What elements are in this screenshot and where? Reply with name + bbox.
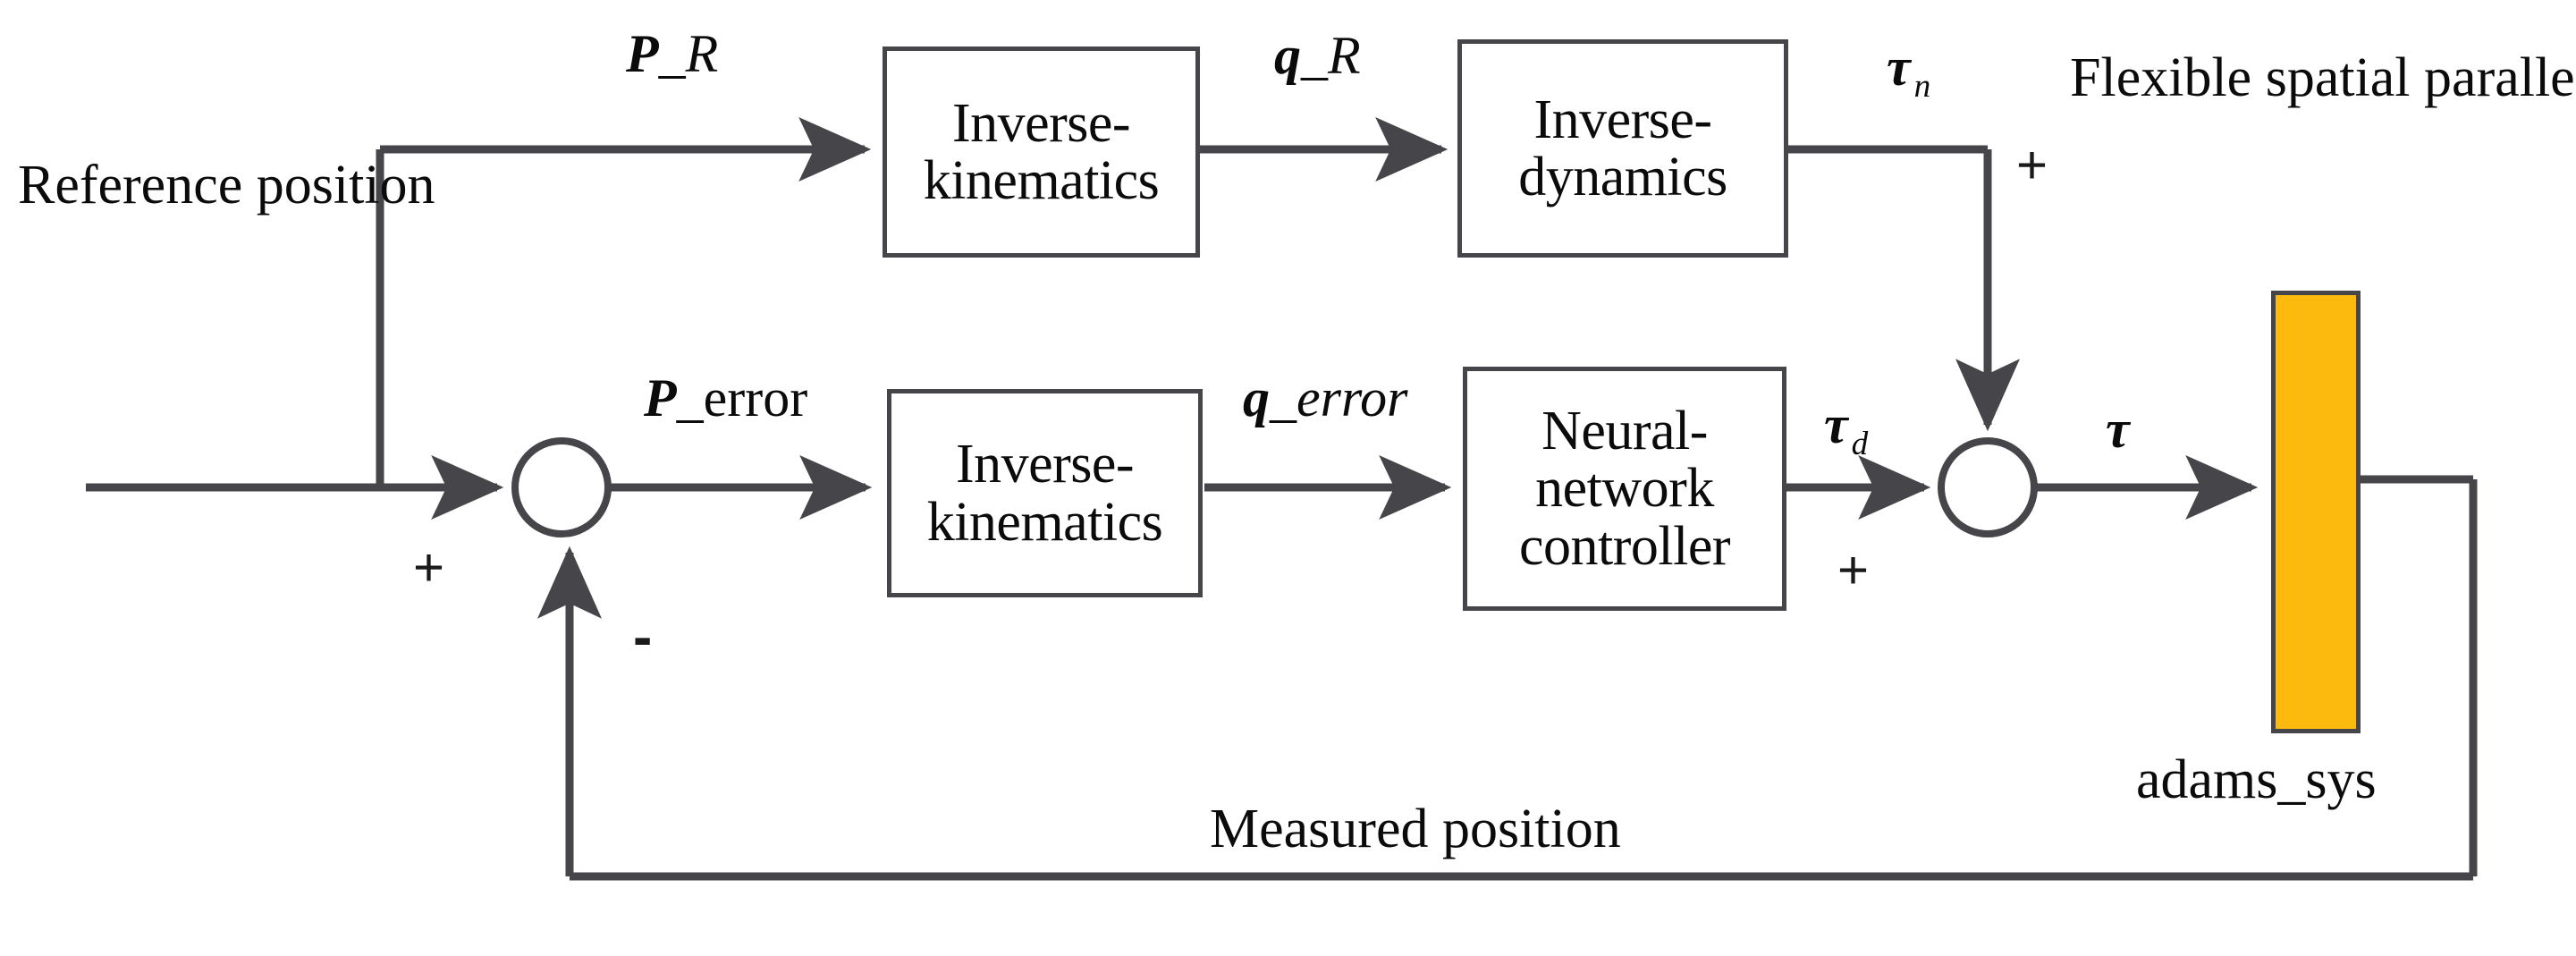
signal-p-r-rest: _R [658, 24, 719, 83]
label-plant-title-line1: Flexible spatial [2070, 47, 2411, 108]
signal-tau-d-subscript: d [1851, 425, 1869, 462]
block-inverse-kinematics-bottom-line2: kinematics [926, 491, 1163, 553]
block-inverse-kinematics-bottom[interactable]: Inverse- kinematics [887, 389, 1203, 597]
signal-q-r-rest: _R [1301, 26, 1361, 85]
signal-q-error-rest: _error [1270, 368, 1408, 427]
label-measured-position: Measured position [1210, 799, 1621, 859]
block-inverse-kinematics-top-line1: Inverse- [951, 92, 1131, 154]
sign-minus-sum1: - [633, 605, 653, 669]
block-plant-adams-sys[interactable] [2271, 291, 2361, 733]
block-neural-network-controller-line3: controller [1518, 515, 1731, 577]
summing-junction-torque [1938, 437, 2038, 537]
block-inverse-kinematics-top-line2: kinematics [923, 150, 1160, 211]
signal-tau-n-symbol: τ [1887, 38, 1911, 97]
signal-label-p-error: P_error [644, 371, 807, 425]
signal-label-p-r: P_R [626, 27, 718, 80]
block-inverse-dynamics[interactable]: Inverse- dynamics [1457, 39, 1788, 258]
sign-plus-sum1: + [413, 537, 445, 597]
signal-tau-n-subscript: n [1913, 67, 1931, 105]
block-inverse-dynamics-line2: dynamics [1518, 147, 1727, 207]
block-inverse-kinematics-bottom-line1: Inverse- [955, 434, 1135, 495]
signal-p-error-rest: _error [676, 368, 808, 427]
signal-tau-symbol: τ [2106, 400, 2130, 459]
signal-tau-d-symbol: τ [1824, 395, 1848, 454]
block-inverse-kinematics-top[interactable]: Inverse- kinematics [883, 47, 1200, 258]
signal-q-error-symbol: q [1243, 368, 1270, 427]
signal-q-r-symbol: q [1274, 26, 1301, 85]
signal-label-tau: τ [2106, 402, 2130, 456]
label-plant-title-line2: parallel robot [2424, 47, 2576, 108]
block-neural-network-controller[interactable]: Neural- network controller [1463, 367, 1786, 611]
label-reference-position-line1: Reference [18, 155, 243, 216]
signal-label-q-error: q_error [1243, 371, 1407, 425]
label-plant-title: Flexible spatial parallel robot [2070, 47, 2576, 108]
signal-p-r-symbol: P [626, 24, 659, 83]
signal-label-q-r: q_R [1274, 29, 1361, 82]
sign-plus-sum2-top: + [2016, 135, 2048, 195]
label-reference-position: Reference position [18, 155, 435, 216]
block-neural-network-controller-line1: Neural- [1541, 400, 1708, 461]
label-reference-position-line2: position [256, 155, 435, 216]
summing-junction-error [511, 437, 612, 537]
signal-p-error-symbol: P [644, 368, 677, 427]
sign-plus-sum2-left: + [1837, 540, 1870, 600]
block-inverse-dynamics-line1: Inverse- [1533, 89, 1712, 150]
label-plant-caption: adams_sys [2136, 749, 2377, 810]
block-neural-network-controller-line2: network [1535, 458, 1714, 520]
